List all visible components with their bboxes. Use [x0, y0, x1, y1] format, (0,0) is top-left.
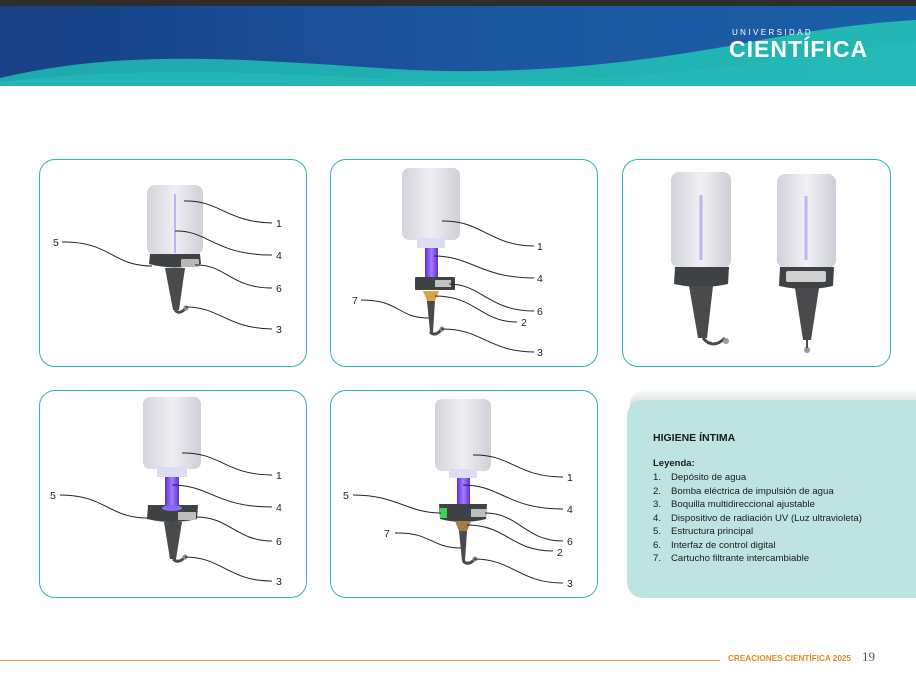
header-wave-banner: [0, 0, 916, 92]
callout-label: 4: [276, 250, 282, 262]
callout-label: 5: [50, 490, 56, 502]
callout-label: 6: [276, 536, 282, 548]
callout-label: 5: [343, 490, 349, 502]
leader-lines: [61, 200, 273, 330]
legend-item-text: Estructura principal: [671, 526, 754, 537]
device-illustration: [143, 397, 201, 563]
device-front-view: [671, 172, 731, 346]
device-side-view: [777, 174, 836, 353]
callout-label: 7: [384, 528, 390, 540]
callout-label: 1: [276, 218, 282, 230]
footer-publication-name: CREACIONES CIENTÍFICA 2025: [728, 654, 851, 663]
leader-lines: [352, 454, 564, 584]
callout-label: 1: [567, 472, 573, 484]
legend-item-text: Boquilla multidireccional ajustable: [671, 499, 815, 510]
legend-list: 1. Depósito de agua 2. Bomba eléctrica de …: [653, 471, 862, 566]
legend-item-text: Interfaz de control digital: [671, 539, 776, 551]
legend-item-text: Cartucho filtrante intercambiable: [671, 553, 810, 564]
leader-lines: [59, 452, 273, 582]
callout-label: 7: [352, 295, 358, 307]
logo-main-text: CIENTÍFICA: [729, 36, 869, 62]
legend-item-number: 6.: [653, 539, 662, 551]
legend-item-number: 3.: [653, 499, 662, 510]
callout-label: 6: [537, 306, 543, 318]
callout-label: 3: [567, 578, 573, 590]
legend-item-number: 5.: [653, 526, 662, 537]
callout-label: 6: [276, 283, 282, 295]
logo-top-text: UNIVERSIDAD: [732, 28, 814, 37]
diagram-panel-4: 1 4 6 3 5: [39, 390, 307, 598]
diagram-panel-1: 1 4 6 3 5: [39, 159, 307, 367]
callout-label: 4: [567, 504, 573, 516]
callout-label: 1: [276, 470, 282, 482]
diagram-panel-5: 1 4 6 2 3 5 7: [330, 390, 598, 598]
legend-item: 7. Cartucho filtrante intercambiable: [653, 552, 862, 566]
legend-item: 5. Estructura principal: [653, 525, 862, 539]
callout-label: 2: [521, 317, 527, 329]
page-header: UNIVERSIDAD CIENTÍFICA: [0, 0, 916, 92]
legend-item: 4. Dispositivo de radiación UV (Luz ultra…: [653, 512, 862, 526]
device-illustration: [147, 185, 203, 314]
legend-item: 3. Boquilla multidireccional ajustable: [653, 498, 862, 512]
legend-item-text: Depósito de agua: [671, 472, 747, 483]
legend-item-text: Bomba eléctrica de impulsión de agua: [671, 485, 834, 497]
callout-label: 3: [276, 576, 282, 588]
callout-label: 3: [537, 347, 543, 359]
legend-item: 6. Interfaz de control digital: [653, 539, 862, 553]
legend-item: 2. Bomba eléctrica de impulsión de agua: [653, 485, 862, 499]
legend-item: 1. Depósito de agua: [653, 471, 862, 485]
callout-label: 4: [537, 273, 543, 285]
diagram-panel-3: [622, 159, 891, 367]
legend-item-number: 2.: [653, 485, 662, 497]
callout-label: 2: [557, 547, 563, 559]
legend-item-number: 7.: [653, 553, 662, 564]
legend-box: HIGIENE ÍNTIMA Leyenda: 1. Depósito de ag…: [627, 400, 916, 598]
page-number: 19: [862, 649, 875, 664]
legend-item-number: 1.: [653, 472, 662, 483]
legend-subtitle: Leyenda:: [653, 458, 695, 469]
diagram-panel-2: 1 4 6 2 3 7: [330, 159, 598, 367]
callout-label: 5: [53, 237, 59, 249]
callout-label: 6: [567, 536, 573, 548]
callout-label: 1: [537, 241, 543, 253]
device-illustration: [402, 168, 460, 336]
university-logo[interactable]: UNIVERSIDAD CIENTÍFICA: [728, 24, 888, 74]
legend-title: HIGIENE ÍNTIMA: [653, 432, 736, 444]
callout-label: 3: [276, 324, 282, 336]
legend-item-number: 4.: [653, 512, 662, 524]
device-illustration: [435, 399, 491, 565]
callout-label: 4: [276, 502, 282, 514]
leader-lines: [360, 220, 535, 353]
legend-item-text: Dispositivo de radiación UV (Luz ultravi…: [671, 512, 862, 524]
footer-divider: [0, 660, 720, 661]
